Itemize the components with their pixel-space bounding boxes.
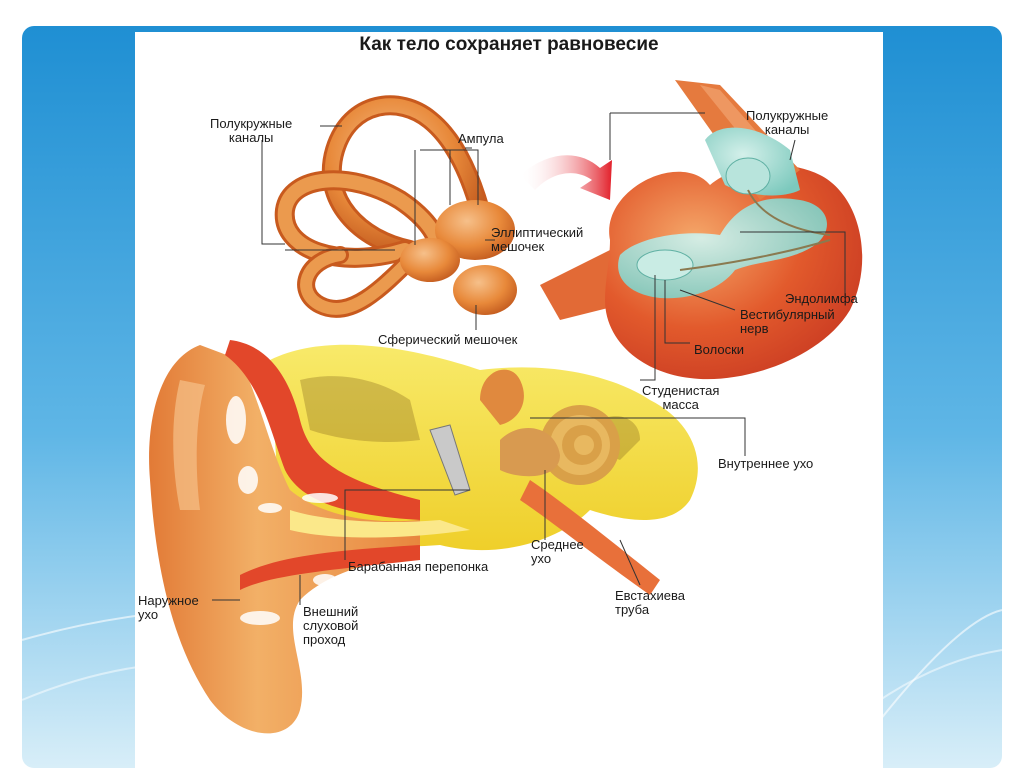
label-utricle: Эллиптический мешочек — [491, 225, 584, 254]
vestibule-sacs — [400, 200, 517, 315]
label-endolymph: Эндолимфа — [785, 291, 858, 306]
label-ear-canal: Внешний слуховой проход — [303, 604, 359, 647]
magnified-vestibule — [540, 80, 863, 380]
cochlea — [480, 369, 620, 485]
label-hairs: Волоски — [694, 342, 745, 357]
diagram-title: Как тело сохраняет равновесие — [359, 34, 659, 55]
label-semicircular-canals-right: Полукружные каналы — [746, 108, 829, 137]
label-gel-mass: Студенистая масса — [642, 383, 720, 412]
eustachian-tube — [520, 480, 660, 595]
label-ampulla: Ампула — [458, 131, 504, 146]
label-inner-ear: Внутреннее ухо — [718, 456, 814, 471]
outer-ear — [149, 340, 470, 734]
zoom-arrow — [520, 155, 612, 200]
semicircular-canals — [274, 95, 490, 318]
label-saccule: Сферический мешочек — [378, 332, 518, 347]
label-eustachian-tube: Евстахиева труба — [615, 588, 685, 617]
label-outer-ear: Наружное ухо — [138, 593, 199, 622]
label-semicircular-canals-left: Полукружные каналы — [210, 116, 293, 145]
label-eardrum: Барабанная перепонка — [348, 559, 489, 574]
leader-lines — [212, 112, 846, 605]
label-vestibular-nerve: Вестибулярный нерв — [740, 307, 835, 336]
label-middle-ear: Среднее ухо — [531, 537, 584, 566]
